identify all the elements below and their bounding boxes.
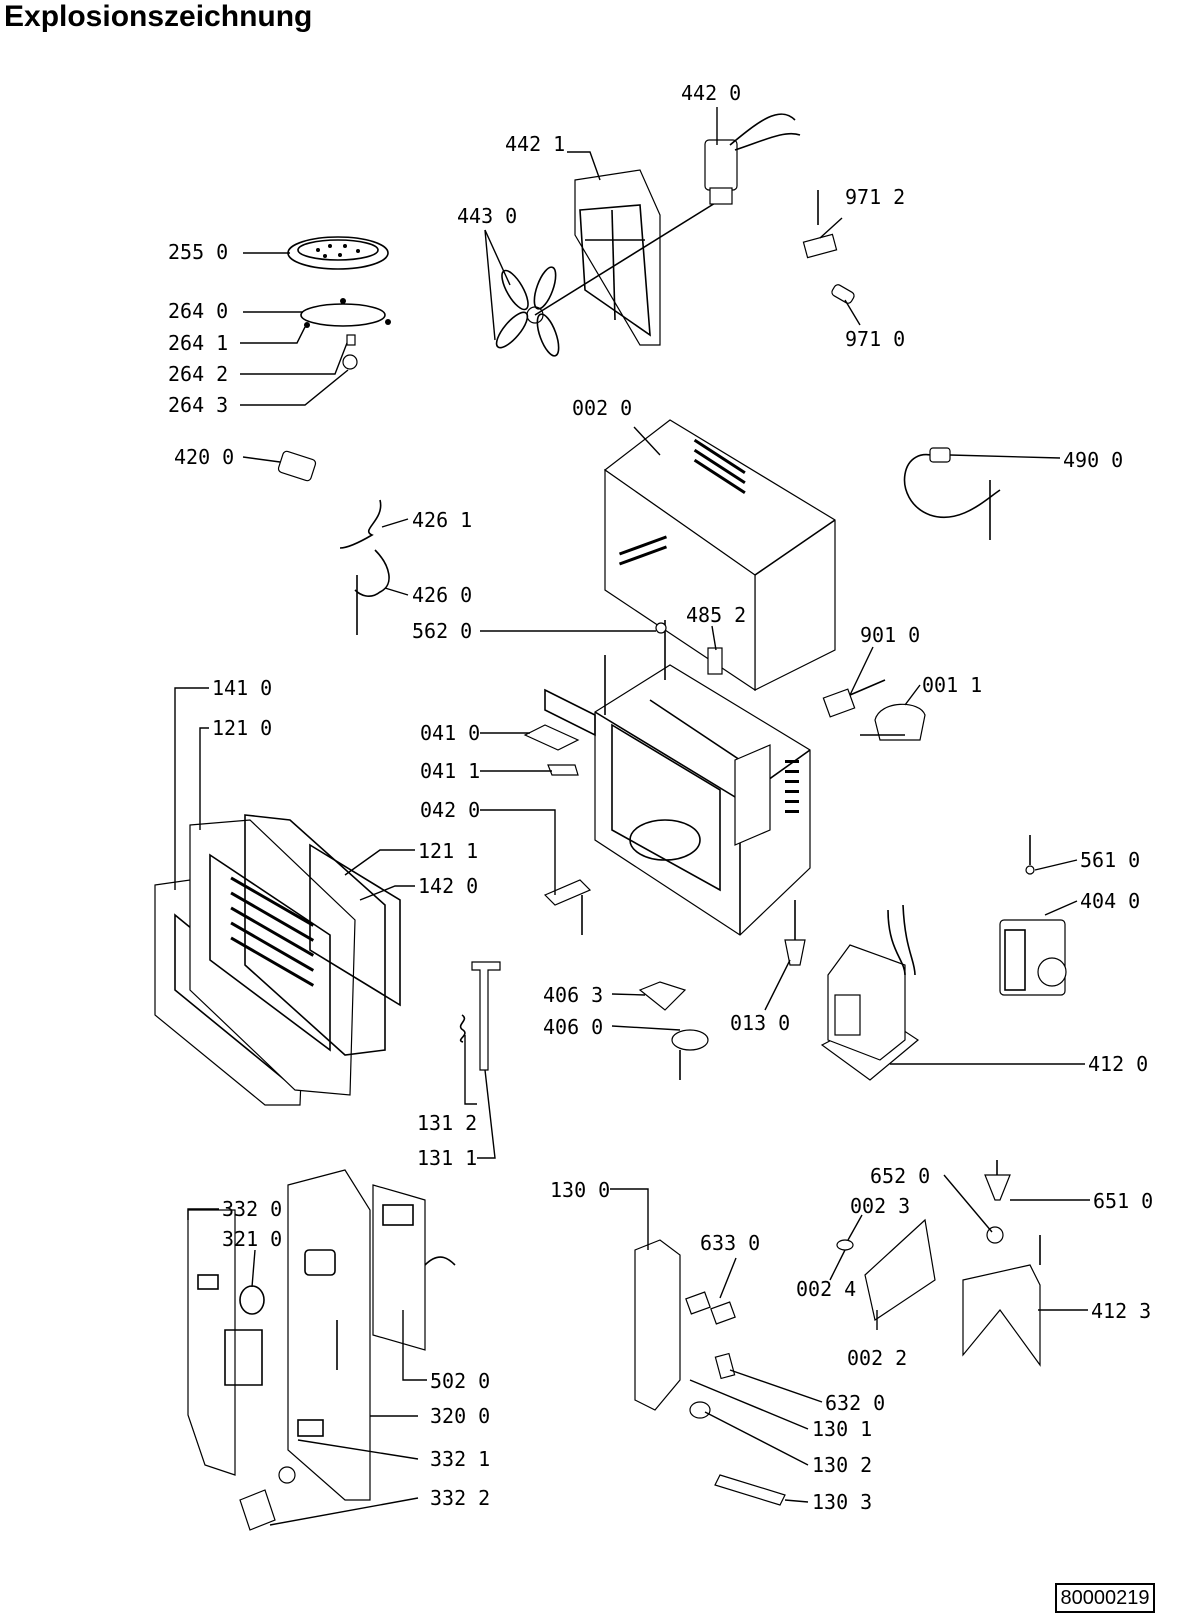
mounting-brackets <box>523 688 596 935</box>
door-latch-assembly <box>634 1239 786 1506</box>
label-255-0: 255 0 <box>168 240 228 264</box>
label-121-0: 121 0 <box>212 716 272 740</box>
label-131-2: 131 2 <box>417 1111 477 1135</box>
page-title: Explosionszeichnung <box>4 0 313 33</box>
label-264-1: 264 1 <box>168 331 228 355</box>
fan-blade <box>495 199 721 357</box>
label-404-0: 404 0 <box>1080 889 1140 913</box>
oven-cavity <box>594 620 811 936</box>
label-442-1: 442 1 <box>505 132 565 156</box>
label-561-0: 561 0 <box>1080 848 1140 872</box>
leader-lines <box>174 107 1090 1526</box>
control-panel-frame <box>287 1169 371 1501</box>
control-board <box>372 1184 456 1351</box>
label-041-0: 041 0 <box>420 721 480 745</box>
label-332-0: 332 0 <box>222 1197 282 1221</box>
label-442-0: 442 0 <box>681 81 741 105</box>
door-choke-frame <box>244 814 401 1056</box>
label-002-3: 002 3 <box>850 1194 910 1218</box>
hv-transformer <box>820 904 920 1081</box>
control-knob <box>239 1466 296 1531</box>
label-320-0: 320 0 <box>430 1404 490 1428</box>
part-labels: 442 0 442 1 443 0 971 2 971 0 255 0 264 … <box>168 81 1153 1514</box>
label-971-0: 971 0 <box>845 327 905 351</box>
label-321-0: 321 0 <box>222 1227 282 1251</box>
label-652-0: 652 0 <box>870 1164 930 1188</box>
fuse <box>831 284 855 304</box>
label-426-0: 426 0 <box>412 583 472 607</box>
label-971-2: 971 2 <box>845 185 905 209</box>
capacitor <box>277 450 317 482</box>
label-406-3: 406 3 <box>543 983 603 1007</box>
label-130-0: 130 0 <box>550 1178 610 1202</box>
label-632-0: 632 0 <box>825 1391 885 1415</box>
label-002-0: 002 0 <box>572 396 632 420</box>
oven-lamp <box>984 1160 1011 1244</box>
label-426-1: 426 1 <box>412 508 472 532</box>
mica-cover <box>836 1218 936 1321</box>
drive-coupler <box>342 334 358 370</box>
fuse-holder <box>860 703 926 741</box>
label-001-1: 001 1 <box>922 673 982 697</box>
label-121-1: 121 1 <box>418 839 478 863</box>
roller-ring <box>300 298 391 328</box>
label-142-0: 142 0 <box>418 874 478 898</box>
hv-diode <box>822 679 886 718</box>
label-141-0: 141 0 <box>212 676 272 700</box>
label-264-0: 264 0 <box>168 299 228 323</box>
label-264-2: 264 2 <box>168 362 228 386</box>
label-264-3: 264 3 <box>168 393 228 417</box>
outer-cover <box>603 419 836 692</box>
label-490-0: 490 0 <box>1063 448 1123 472</box>
label-041-1: 041 1 <box>420 759 480 783</box>
lamp-holder <box>962 1235 1041 1367</box>
label-002-2: 002 2 <box>847 1346 907 1370</box>
label-332-1: 332 1 <box>430 1447 490 1471</box>
label-002-4: 002 4 <box>796 1277 856 1301</box>
label-332-2: 332 2 <box>430 1486 490 1510</box>
label-651-0: 651 0 <box>1093 1189 1153 1213</box>
fan-motor <box>704 113 801 205</box>
label-633-0: 633 0 <box>700 1231 760 1255</box>
fan-motor-bracket <box>574 169 661 346</box>
label-130-2: 130 2 <box>812 1453 872 1477</box>
label-406-0: 406 0 <box>543 1015 603 1039</box>
door-hook <box>459 961 501 1071</box>
wire-harness <box>339 499 390 635</box>
label-562-0: 562 0 <box>412 619 472 643</box>
turntable-motor <box>638 981 709 1080</box>
power-cord <box>903 447 1001 540</box>
label-412-0: 412 0 <box>1088 1052 1148 1076</box>
label-502-0: 502 0 <box>430 1369 490 1393</box>
label-443-0: 443 0 <box>457 204 517 228</box>
label-901-0: 901 0 <box>860 623 920 647</box>
label-013-0: 013 0 <box>730 1011 790 1035</box>
label-130-1: 130 1 <box>812 1417 872 1441</box>
thermal-switch <box>802 190 838 259</box>
interlock-switch-bracket <box>655 622 723 675</box>
label-130-3: 130 3 <box>812 1490 872 1514</box>
stirrer-motor <box>784 900 806 966</box>
document-number: 80000219 <box>1055 1583 1155 1613</box>
label-131-1: 131 1 <box>417 1146 477 1170</box>
label-485-2: 485 2 <box>686 603 746 627</box>
label-412-3: 412 3 <box>1091 1299 1151 1323</box>
label-042-0: 042 0 <box>420 798 480 822</box>
label-420-0: 420 0 <box>174 445 234 469</box>
magnetron <box>999 835 1067 996</box>
turntable-plate <box>287 236 389 270</box>
